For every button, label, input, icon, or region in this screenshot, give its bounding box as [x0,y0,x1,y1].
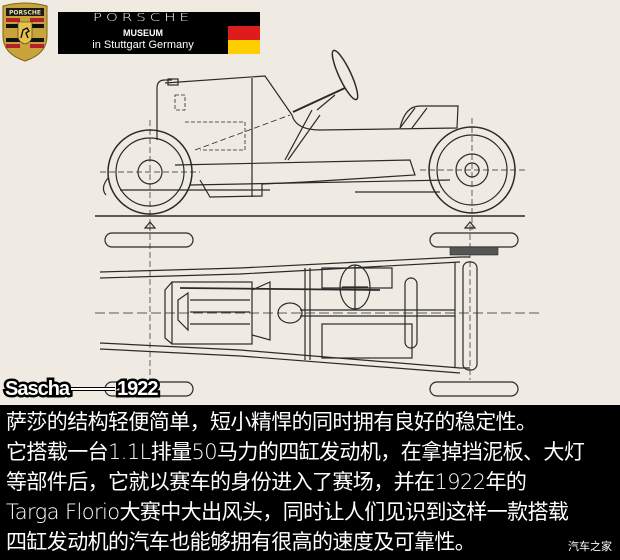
porsche-crest-logo: PORSCHE [2,2,48,62]
technical-drawing-panel: PORSCHE PORSCHE MUSEUM in Stuttgart Germ… [0,0,620,405]
caption-line: 它搭载一台1.1L排量50马力的四缸发动机，在拿掉挡泥板、大灯 [6,440,585,464]
location-label: in Stuttgart Germany [92,39,194,51]
top-view-drawing [95,225,540,397]
source-watermark: 汽车之家 [568,540,612,553]
description-text: 萨莎的结构轻便简单，短小精悍的同时拥有良好的稳定性。 它搭载一台1.1L排量50… [6,407,618,557]
brand-name: PORSCHE [92,11,194,24]
model-year: 1922 [115,375,161,402]
title-divider-line [71,387,116,391]
model-name: Sascha [2,375,72,402]
museum-label: MUSEUM [123,28,163,38]
caption-line: 萨莎的结构轻便简单，短小精悍的同时拥有良好的稳定性。 [6,410,537,434]
german-flag-icon [228,12,260,54]
side-view-drawing [95,49,525,230]
caption-line: 四缸发动机的汽车也能够拥有很高的速度及可靠性。 [6,530,476,554]
museum-banner: PORSCHE MUSEUM in Stuttgart Germany [58,12,228,54]
caption-line: 等部件后，它就以赛车的身份进入了赛场，并在1922年的 [6,470,527,494]
svg-text:PORSCHE: PORSCHE [9,10,41,17]
model-title: Sascha 1922 [2,375,161,402]
caption-line: Targa Florio大赛中大出风头，同时让人们见识到这样一款搭载 [6,500,569,524]
car-blueprint-illustration [95,49,540,397]
